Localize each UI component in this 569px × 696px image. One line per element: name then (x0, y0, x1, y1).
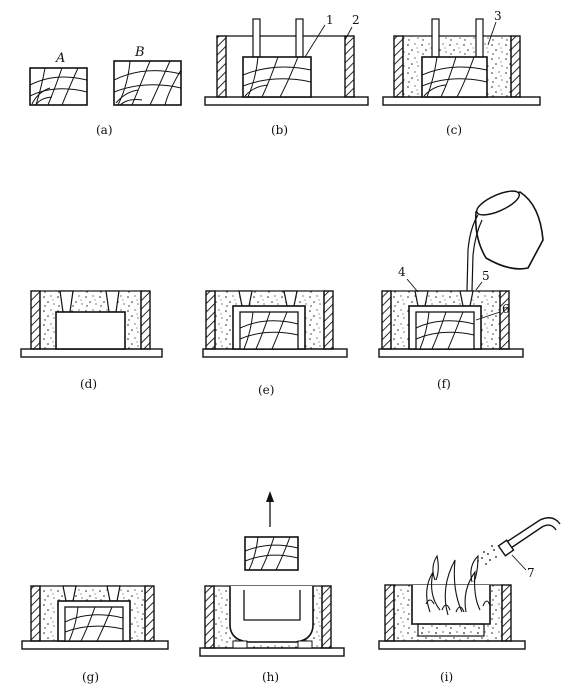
sprue-rod-left-b (252, 18, 261, 58)
label-3: 3 (494, 9, 502, 23)
spray-nozzle (477, 517, 561, 565)
label-a-upper: A (55, 51, 65, 66)
panel-g: (g) (21, 585, 169, 684)
caption-d: (d) (80, 377, 97, 391)
caption-b: (b) (271, 123, 288, 137)
panel-c: 3 (c) (382, 9, 541, 137)
label-4: 4 (398, 265, 406, 279)
caption-h: (h) (262, 670, 279, 684)
label-6: 6 (502, 302, 510, 316)
up-arrow-icon (266, 491, 274, 502)
panel-d: (d) (20, 290, 163, 391)
caption-c: (c) (446, 123, 462, 137)
panel-f: 4 5 6 (f) (378, 190, 544, 391)
caption-i: (i) (440, 670, 453, 684)
lifted-casting-h (244, 536, 299, 571)
sprue-rod-right-b (295, 18, 304, 58)
pattern-a (29, 67, 88, 106)
label-1: 1 (326, 13, 334, 27)
caption-e: (e) (258, 383, 274, 397)
caption-g: (g) (82, 670, 99, 684)
caption-a: (a) (96, 123, 113, 137)
panel-e: (e) (202, 290, 348, 397)
base-board-b (204, 96, 369, 106)
base-board-c (382, 96, 541, 106)
flask-wall-left-b (216, 35, 227, 98)
flames (425, 554, 491, 616)
label-7: 7 (527, 566, 535, 580)
caption-f: (f) (437, 377, 451, 391)
label-b-upper: B (134, 45, 145, 60)
foam-pattern-b (242, 56, 312, 98)
label-5: 5 (482, 269, 490, 283)
panel-b: 1 2 (b) (204, 13, 369, 137)
panel-h: (h) (199, 491, 345, 684)
mold-cavity-d (55, 311, 126, 350)
pattern-b (113, 60, 182, 106)
label-2: 2 (352, 13, 360, 27)
pouring-ladle (466, 190, 544, 292)
flask-wall-right-b (344, 35, 355, 98)
panel-i: 7 (i) (378, 517, 561, 684)
panel-a: A B (a) (29, 45, 182, 137)
